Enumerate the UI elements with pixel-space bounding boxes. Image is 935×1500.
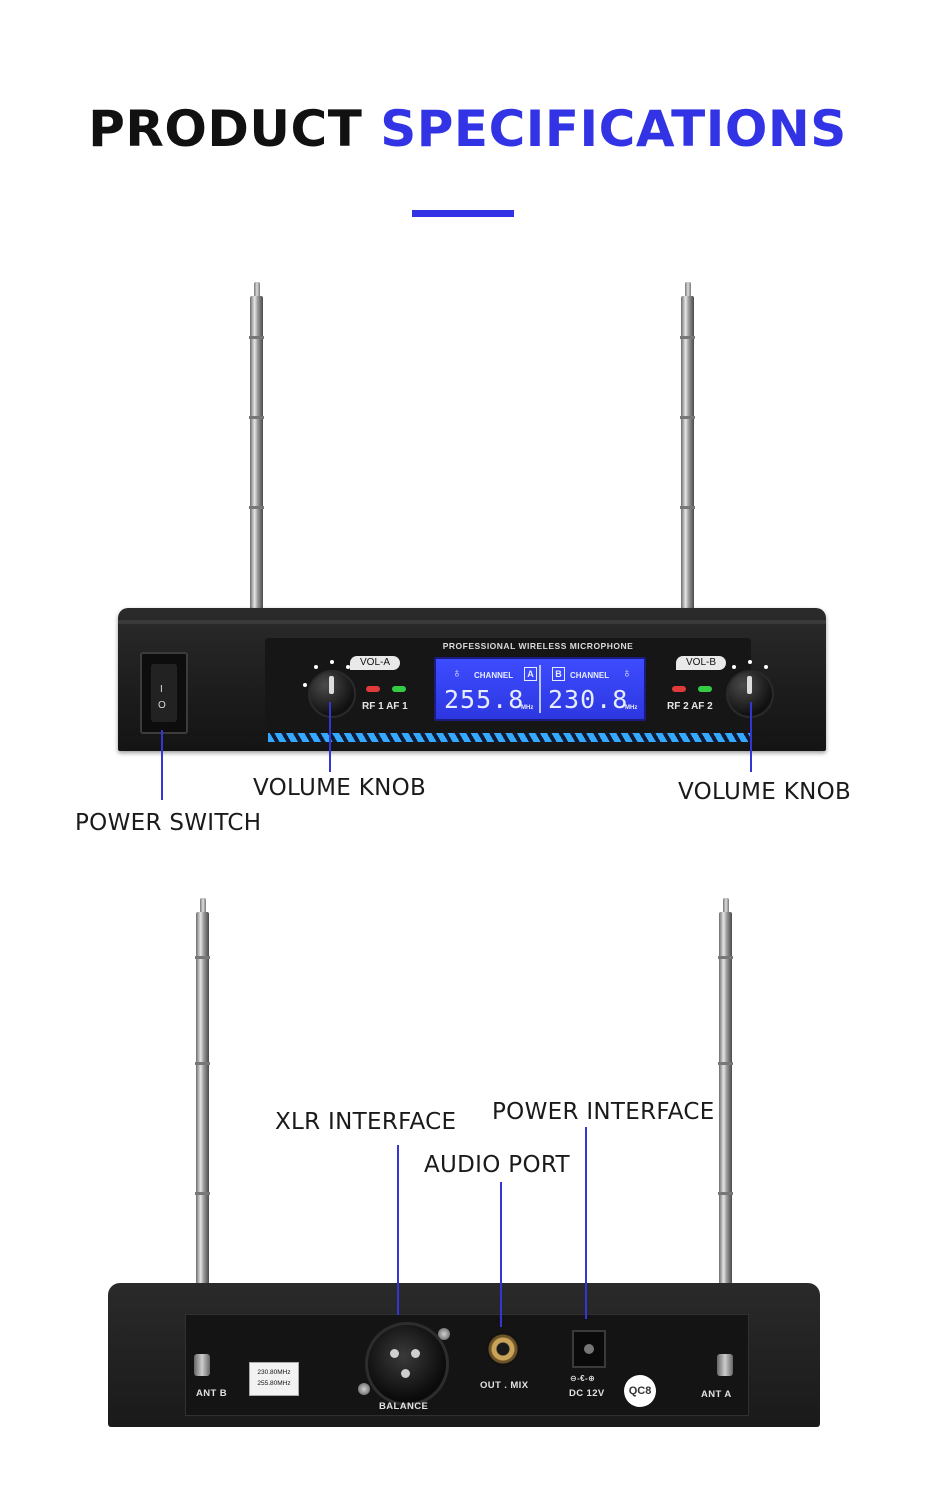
power-switch[interactable]: I O [140,652,188,734]
callout-audio-port: AUDIO PORT [424,1152,570,1178]
audio-out-jack[interactable] [486,1332,520,1366]
balance-label: BALANCE [379,1401,429,1412]
title-underline [412,210,514,217]
callout-volume-knob-left: VOLUME KNOB [253,775,427,801]
rf-af-2-label: RF 2 AF 2 [667,701,713,712]
leader-xlr [397,1145,399,1315]
callout-power-interface: POWER INTERFACE [492,1099,715,1125]
vol-a-tag: VOL-A [350,656,401,670]
rf2-led [672,686,686,692]
antenna-a-icon: ♁ [452,665,462,680]
dc-label: DC 12V [569,1388,605,1399]
out-mix-label: OUT . MIX [480,1380,529,1391]
sticker-line-1: 230.80MHz [257,1369,291,1376]
rf1-led [366,686,380,692]
power-on-mark: I [160,684,163,695]
receiver-top-lip [118,620,826,624]
screw-top [438,1328,450,1340]
ant-b-connector [194,1354,210,1376]
frequency-sticker: 230.80MHz 255.80MHz [249,1362,299,1396]
front-antenna-right [680,282,695,610]
af1-led [392,686,406,692]
rf-af-1-label: RF 1 AF 1 [362,701,408,712]
leader-volume-left [329,702,331,772]
lcd-display: ♁ CHANNEL A 255.8 MHz B CHANNEL ♁ 230.8 … [434,657,646,721]
power-off-mark: O [158,700,166,711]
decorative-stripe [268,733,750,742]
qc-badge: QC8 [624,1375,656,1407]
back-antenna-right [718,898,733,1360]
vol-b-tag: VOL-B [676,656,727,670]
leader-power-interface [585,1127,587,1319]
channel-a-box: A [524,667,537,681]
title-word-product: PRODUCT [88,100,363,158]
frequency-a: 255.8 [444,685,525,714]
af2-led [698,686,712,692]
leader-audio-port [500,1182,502,1327]
dc-polarity-icon: ⊖-€-⊕ [570,1374,596,1383]
callout-power-switch: POWER SWITCH [75,810,262,836]
frequency-b: 230.8 [548,685,629,714]
title-word-specifications: SPECIFICATIONS [380,100,847,158]
channel-b-box: B [552,667,565,681]
callout-volume-knob-right: VOLUME KNOB [678,779,852,805]
channel-a-label: CHANNEL [474,671,514,680]
xlr-balance-port[interactable] [365,1322,449,1406]
channel-b-label: CHANNEL [570,671,610,680]
ant-b-label: ANT B [196,1388,228,1399]
antenna-b-icon: ♁ [622,665,632,680]
volume-knob-a[interactable] [308,670,356,718]
callout-xlr-interface: XLR INTERFACE [275,1109,457,1135]
leader-volume-right [750,702,752,772]
brand-line: PROFESSIONAL WIRELESS MICROPHONE [442,641,634,651]
screw-bottom [358,1383,370,1395]
ant-a-label: ANT A [701,1389,732,1400]
front-antenna-left [249,282,264,610]
ant-a-connector [717,1354,733,1376]
page-title: PRODUCT SPECIFICATIONS [0,100,935,158]
leader-power-switch [161,730,163,800]
sticker-line-2: 255.80MHz [257,1380,291,1387]
back-antenna-left [195,898,210,1360]
dc-power-port[interactable] [572,1330,606,1368]
unit-a: MHz [521,705,534,711]
unit-b: MHz [625,705,638,711]
